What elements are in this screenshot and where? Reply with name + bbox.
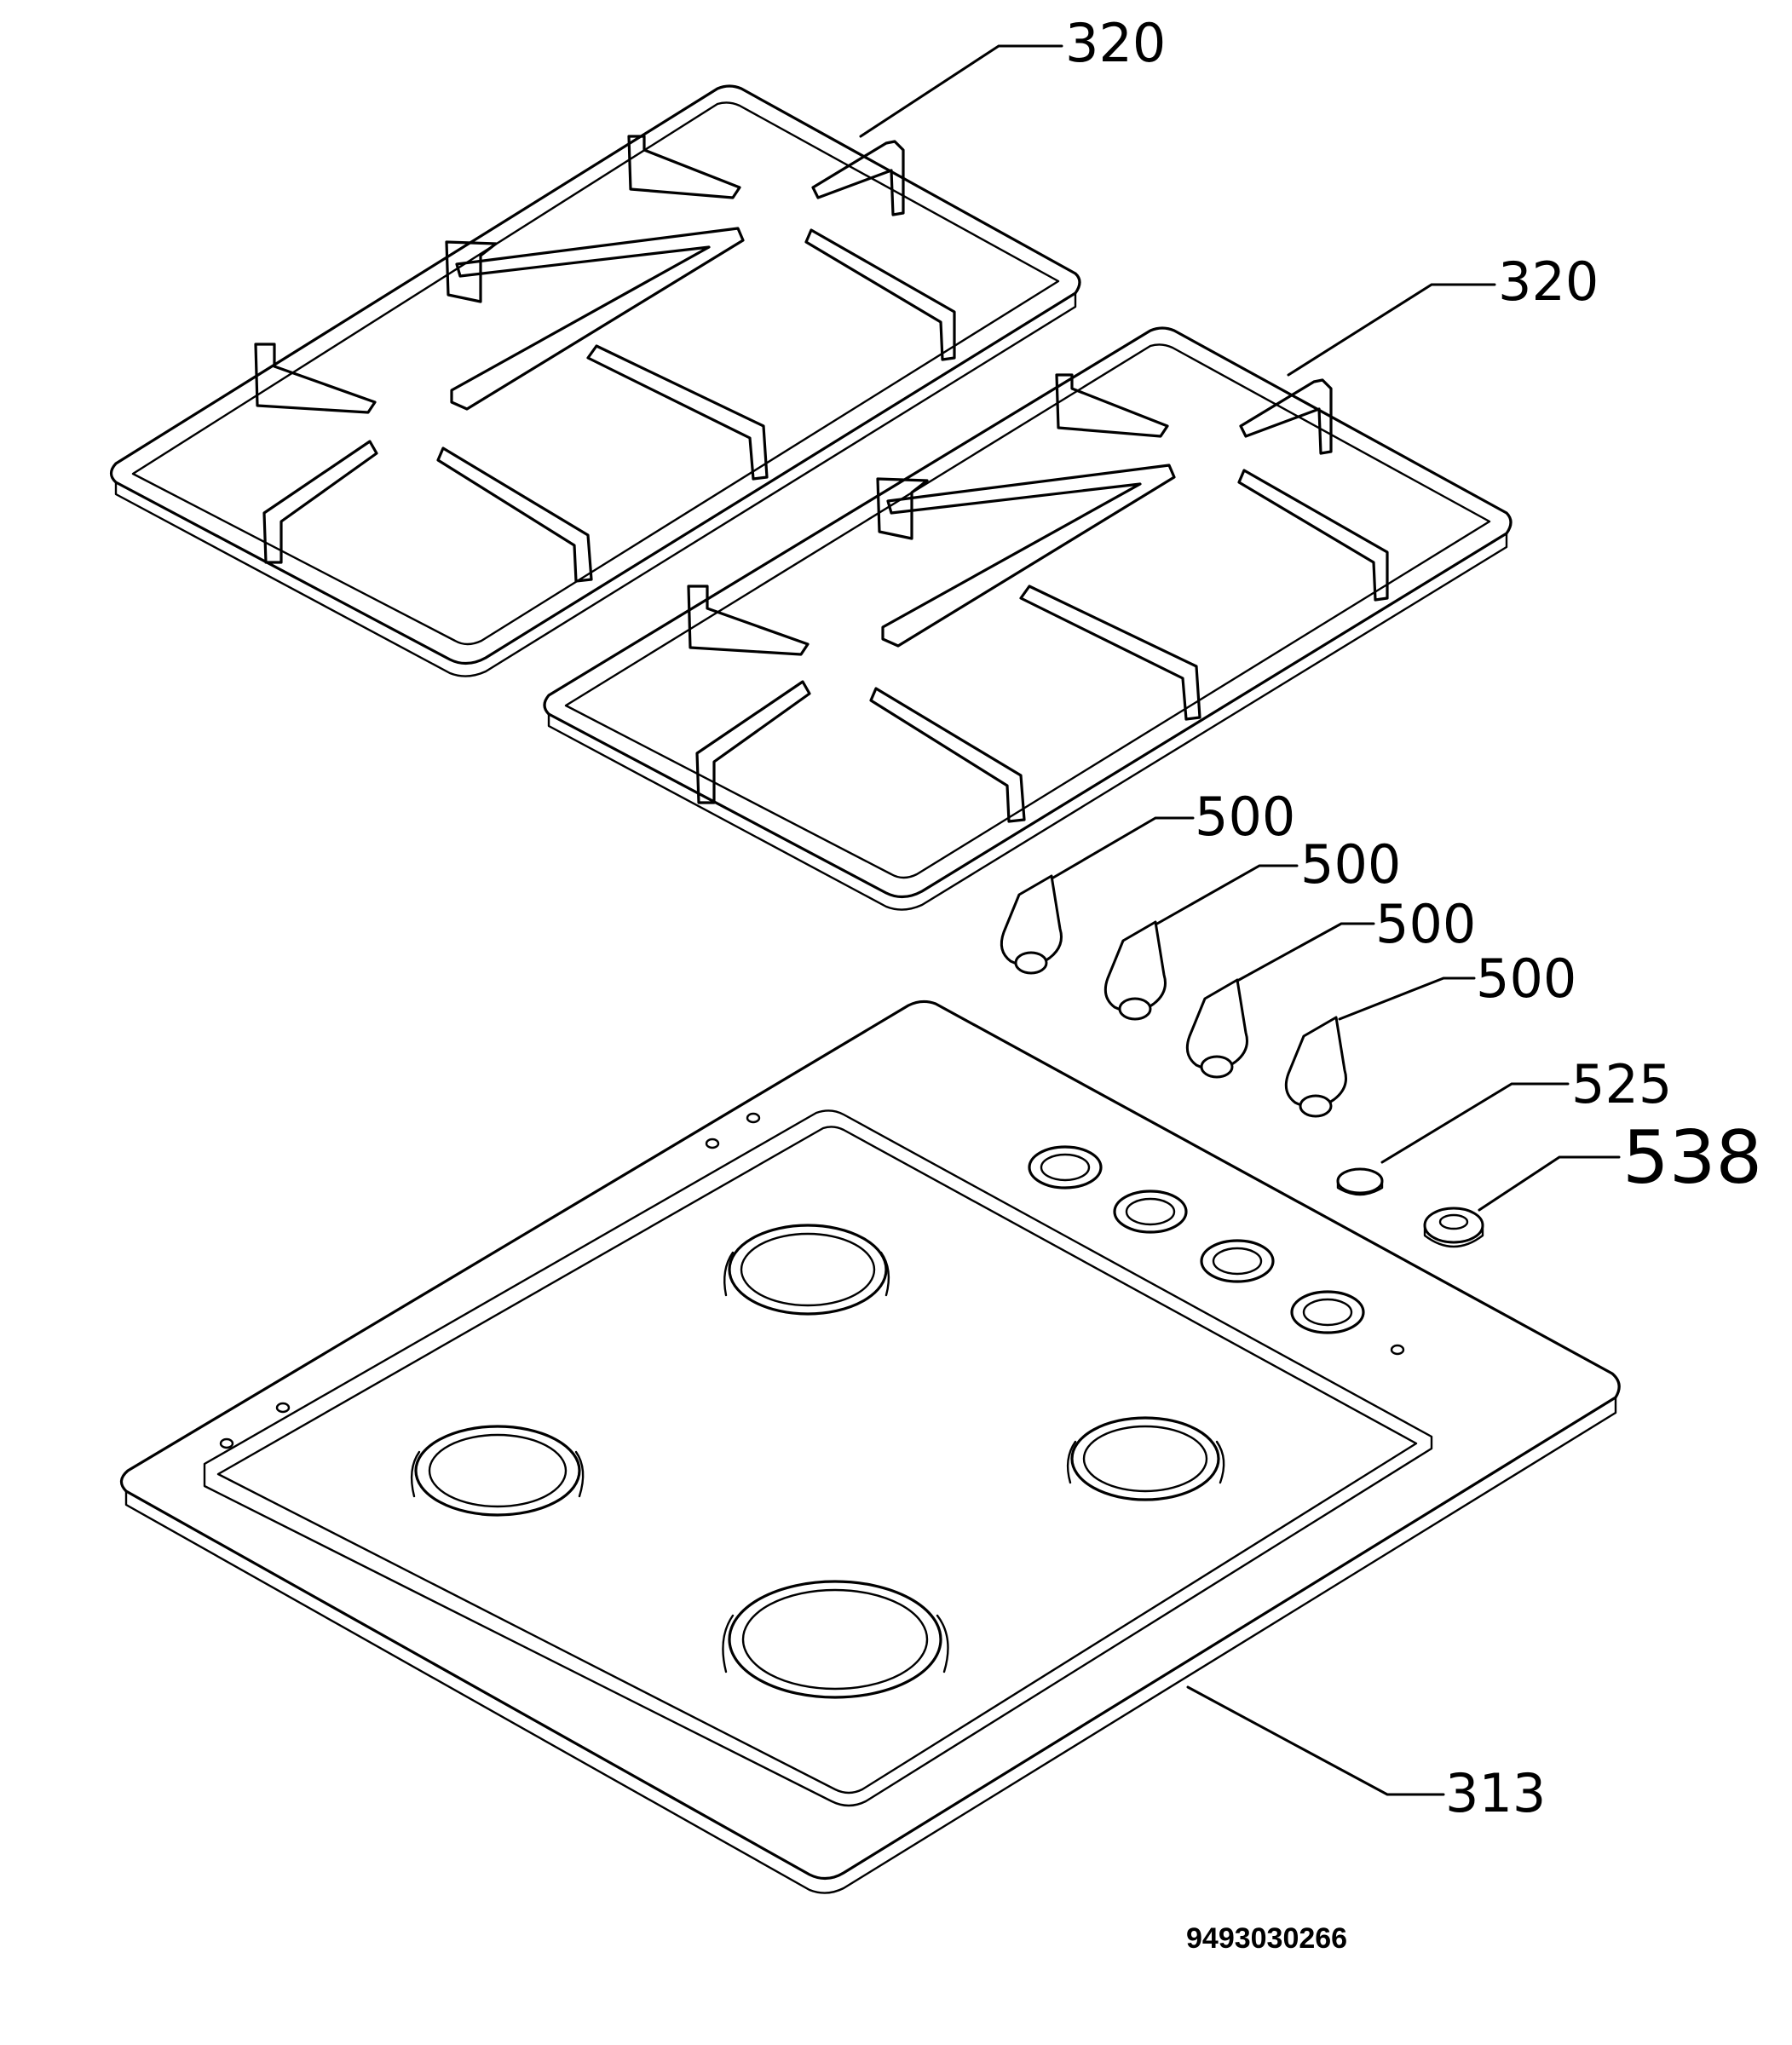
document-number: 9493030266 bbox=[1186, 1922, 1347, 1955]
hob-top-plate bbox=[119, 999, 1621, 1894]
control-knob-3 bbox=[1185, 978, 1248, 1079]
callout-knob-4: 500 bbox=[1338, 948, 1576, 1021]
screw-holes bbox=[219, 1112, 1405, 1449]
burner-opening-right bbox=[1066, 1416, 1225, 1501]
burner-opening-rear bbox=[723, 1224, 890, 1316]
callout-label: 500 bbox=[1300, 833, 1401, 896]
callout-label: 525 bbox=[1571, 1053, 1672, 1115]
ignition-ring bbox=[1423, 1207, 1484, 1248]
callout-knob-2: 500 bbox=[1155, 833, 1401, 925]
callout-label: 320 bbox=[1498, 251, 1599, 313]
callout-knob-1: 500 bbox=[1052, 786, 1295, 879]
callout-knob-3: 500 bbox=[1237, 893, 1476, 982]
callout-ring: 538 bbox=[1478, 1115, 1762, 1212]
callout-cap: 525 bbox=[1380, 1053, 1672, 1164]
knob-hole-1 bbox=[1028, 1145, 1103, 1190]
control-knob-1 bbox=[1000, 874, 1063, 975]
callout-label: 500 bbox=[1476, 948, 1576, 1010]
button-cap bbox=[1336, 1167, 1384, 1196]
pan-support-grate-middle bbox=[543, 326, 1513, 911]
callout-grate-top: 320 bbox=[859, 12, 1166, 138]
control-knob-2 bbox=[1103, 920, 1167, 1021]
callout-grate-middle: 320 bbox=[1287, 251, 1599, 377]
callout-hob-top: 313 bbox=[1186, 1685, 1546, 1824]
callout-label: 320 bbox=[1065, 12, 1166, 74]
knob-hole-4 bbox=[1290, 1290, 1365, 1334]
callout-label: 500 bbox=[1195, 786, 1295, 848]
callout-label: 500 bbox=[1375, 893, 1476, 955]
callout-label: 538 bbox=[1622, 1115, 1762, 1201]
burner-opening-left bbox=[410, 1425, 585, 1517]
pan-support-grate-top bbox=[109, 84, 1081, 677]
burner-opening-front bbox=[722, 1580, 949, 1699]
control-knob-4 bbox=[1284, 1016, 1347, 1118]
knob-hole-2 bbox=[1113, 1190, 1188, 1234]
knob-hole-3 bbox=[1200, 1239, 1275, 1283]
callout-label: 313 bbox=[1445, 1762, 1546, 1824]
